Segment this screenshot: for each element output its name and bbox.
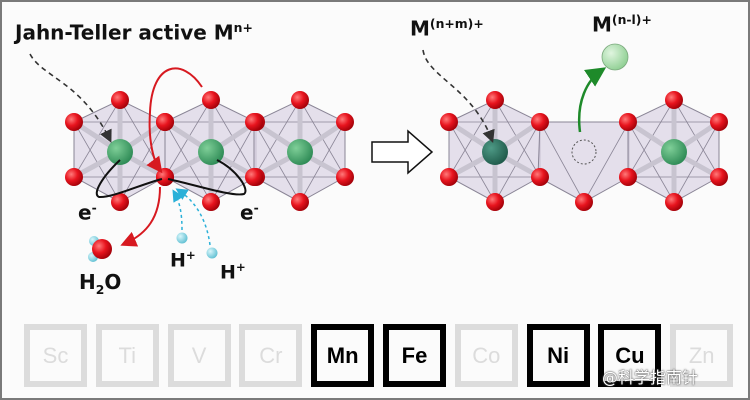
oxygen-atom: [156, 113, 174, 131]
vacancy: [571, 139, 597, 165]
element-cu: Cu: [598, 324, 662, 387]
proton-arrow-2: [175, 188, 211, 246]
element-co: Co: [454, 324, 518, 387]
released-metal-ion: [601, 43, 629, 71]
oxygen-atom: [245, 113, 263, 131]
oxidized-metal-label: M(n+m)+: [410, 16, 484, 41]
jt-pointer-arrow: [29, 53, 112, 143]
oxidation-pointer-arrow: [422, 49, 495, 143]
oxygen-atom: [665, 91, 683, 109]
oxygen-atom: [202, 91, 220, 109]
vacant-site-polyhedron: [537, 121, 630, 203]
oxygen-atom: [440, 113, 458, 131]
oxygen-atom: [486, 193, 504, 211]
element-cr: Cr: [239, 324, 303, 387]
electron-label-left: e-: [78, 200, 97, 225]
proton-1: [176, 232, 188, 244]
oxygen-atom: [665, 193, 683, 211]
element-ni: Ni: [526, 324, 590, 387]
oxygen-atom: [440, 168, 458, 186]
metal-ion: [661, 139, 687, 165]
oxygen-atom: [111, 91, 129, 109]
electron-loop-right: [167, 159, 247, 196]
dissolved-metal-label: M(n-l)+: [592, 12, 652, 37]
metal-ion: [107, 139, 133, 165]
proton-arrow-1: [172, 189, 184, 231]
oxygen-migration-arrow: [146, 67, 203, 174]
oxygen-atom: [291, 91, 309, 109]
element-mn: Mn: [311, 324, 375, 387]
oxygen-atom: [111, 193, 129, 211]
water-release-arrow: [120, 186, 161, 247]
proton-label-1: H+: [170, 248, 196, 272]
jahn-teller-label: Jahn-Teller active Mn+: [15, 20, 253, 45]
oxygen-atom: [202, 193, 220, 211]
element-ti: Ti: [95, 324, 159, 387]
oxygen-atom: [65, 168, 83, 186]
metal-ion: [482, 139, 508, 165]
proton-2: [206, 247, 218, 259]
oxygen-atom: [486, 91, 504, 109]
element-fe: Fe: [383, 324, 446, 387]
oxygen-atom: [619, 113, 637, 131]
oxygen-atom: [710, 168, 728, 186]
oxygen-atom: [156, 168, 174, 186]
oxygen-atom: [575, 193, 593, 211]
dissolution-arrow: [577, 67, 607, 133]
metal-ion: [198, 139, 224, 165]
oxygen-atom: [531, 113, 549, 131]
transition-arrow-icon: [371, 129, 434, 175]
oxygen-atom: [245, 168, 263, 186]
element-sc: Sc: [24, 324, 87, 387]
watermark: @科学指南针: [602, 368, 699, 387]
oxygen-atom: [336, 168, 354, 186]
oxygen-atom: [710, 113, 728, 131]
electron-loop-left: [95, 159, 163, 199]
water-label: H2O: [79, 270, 122, 297]
oxygen-atom: [619, 168, 637, 186]
electron-label-right: e-: [240, 200, 259, 225]
proton-label-2: H+: [220, 260, 246, 284]
oxygen-atom: [65, 113, 83, 131]
water-molecule: [88, 236, 112, 262]
oxygen-atom: [336, 113, 354, 131]
metal-ion: [287, 139, 313, 165]
element-zn: Zn: [670, 324, 734, 387]
oxygen-atom: [291, 193, 309, 211]
element-v: V: [167, 324, 231, 387]
oxygen-atom: [531, 168, 549, 186]
